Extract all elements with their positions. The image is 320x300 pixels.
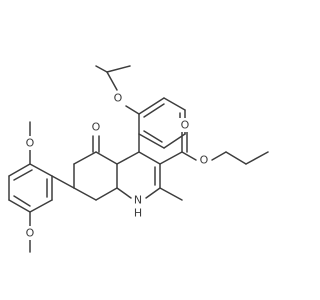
atom-oxygen-methoxy-top: O xyxy=(26,137,35,150)
bond xyxy=(116,187,132,199)
bond xyxy=(13,169,33,181)
bonds xyxy=(8,65,269,253)
bond xyxy=(211,151,227,161)
bond xyxy=(181,151,197,161)
molecule-canvas: O O O O N H O O xyxy=(8,65,269,253)
bond xyxy=(73,151,97,165)
bond xyxy=(159,187,183,201)
bond xyxy=(138,133,165,149)
bond xyxy=(225,151,247,165)
bond xyxy=(73,187,97,201)
bond xyxy=(125,105,140,115)
bond xyxy=(29,199,53,213)
bond xyxy=(143,103,165,118)
bond xyxy=(8,163,31,177)
atom-oxygen-isopropoxy: O xyxy=(114,92,123,105)
atom-oxygen-ester-alkoxy: O xyxy=(200,154,209,167)
atom-labels: O O O O N H O O xyxy=(24,91,210,240)
atom-oxygen-methoxy-bottom: O xyxy=(26,227,35,240)
bond xyxy=(163,97,186,111)
bond xyxy=(245,151,269,165)
bond xyxy=(143,130,163,143)
atom-oxygen-ketone: O xyxy=(92,121,101,134)
bond xyxy=(8,199,31,213)
bond xyxy=(29,163,53,177)
bond xyxy=(106,65,131,73)
atom-oxygen-ester-carbonyl: O xyxy=(181,119,190,132)
bond xyxy=(95,65,108,73)
bond xyxy=(95,151,118,165)
bond xyxy=(106,71,118,91)
bond xyxy=(116,151,140,165)
bond xyxy=(13,195,31,207)
bond xyxy=(138,97,165,115)
bond xyxy=(145,187,161,199)
bond xyxy=(138,151,161,165)
structure-diagram: O O O O N H O O xyxy=(8,65,269,253)
atom-nitrogen-ring: N xyxy=(134,194,142,207)
bond xyxy=(51,175,75,189)
bond xyxy=(95,187,118,201)
atom-hydrogen-nh: H xyxy=(134,207,142,220)
bond xyxy=(159,151,183,165)
